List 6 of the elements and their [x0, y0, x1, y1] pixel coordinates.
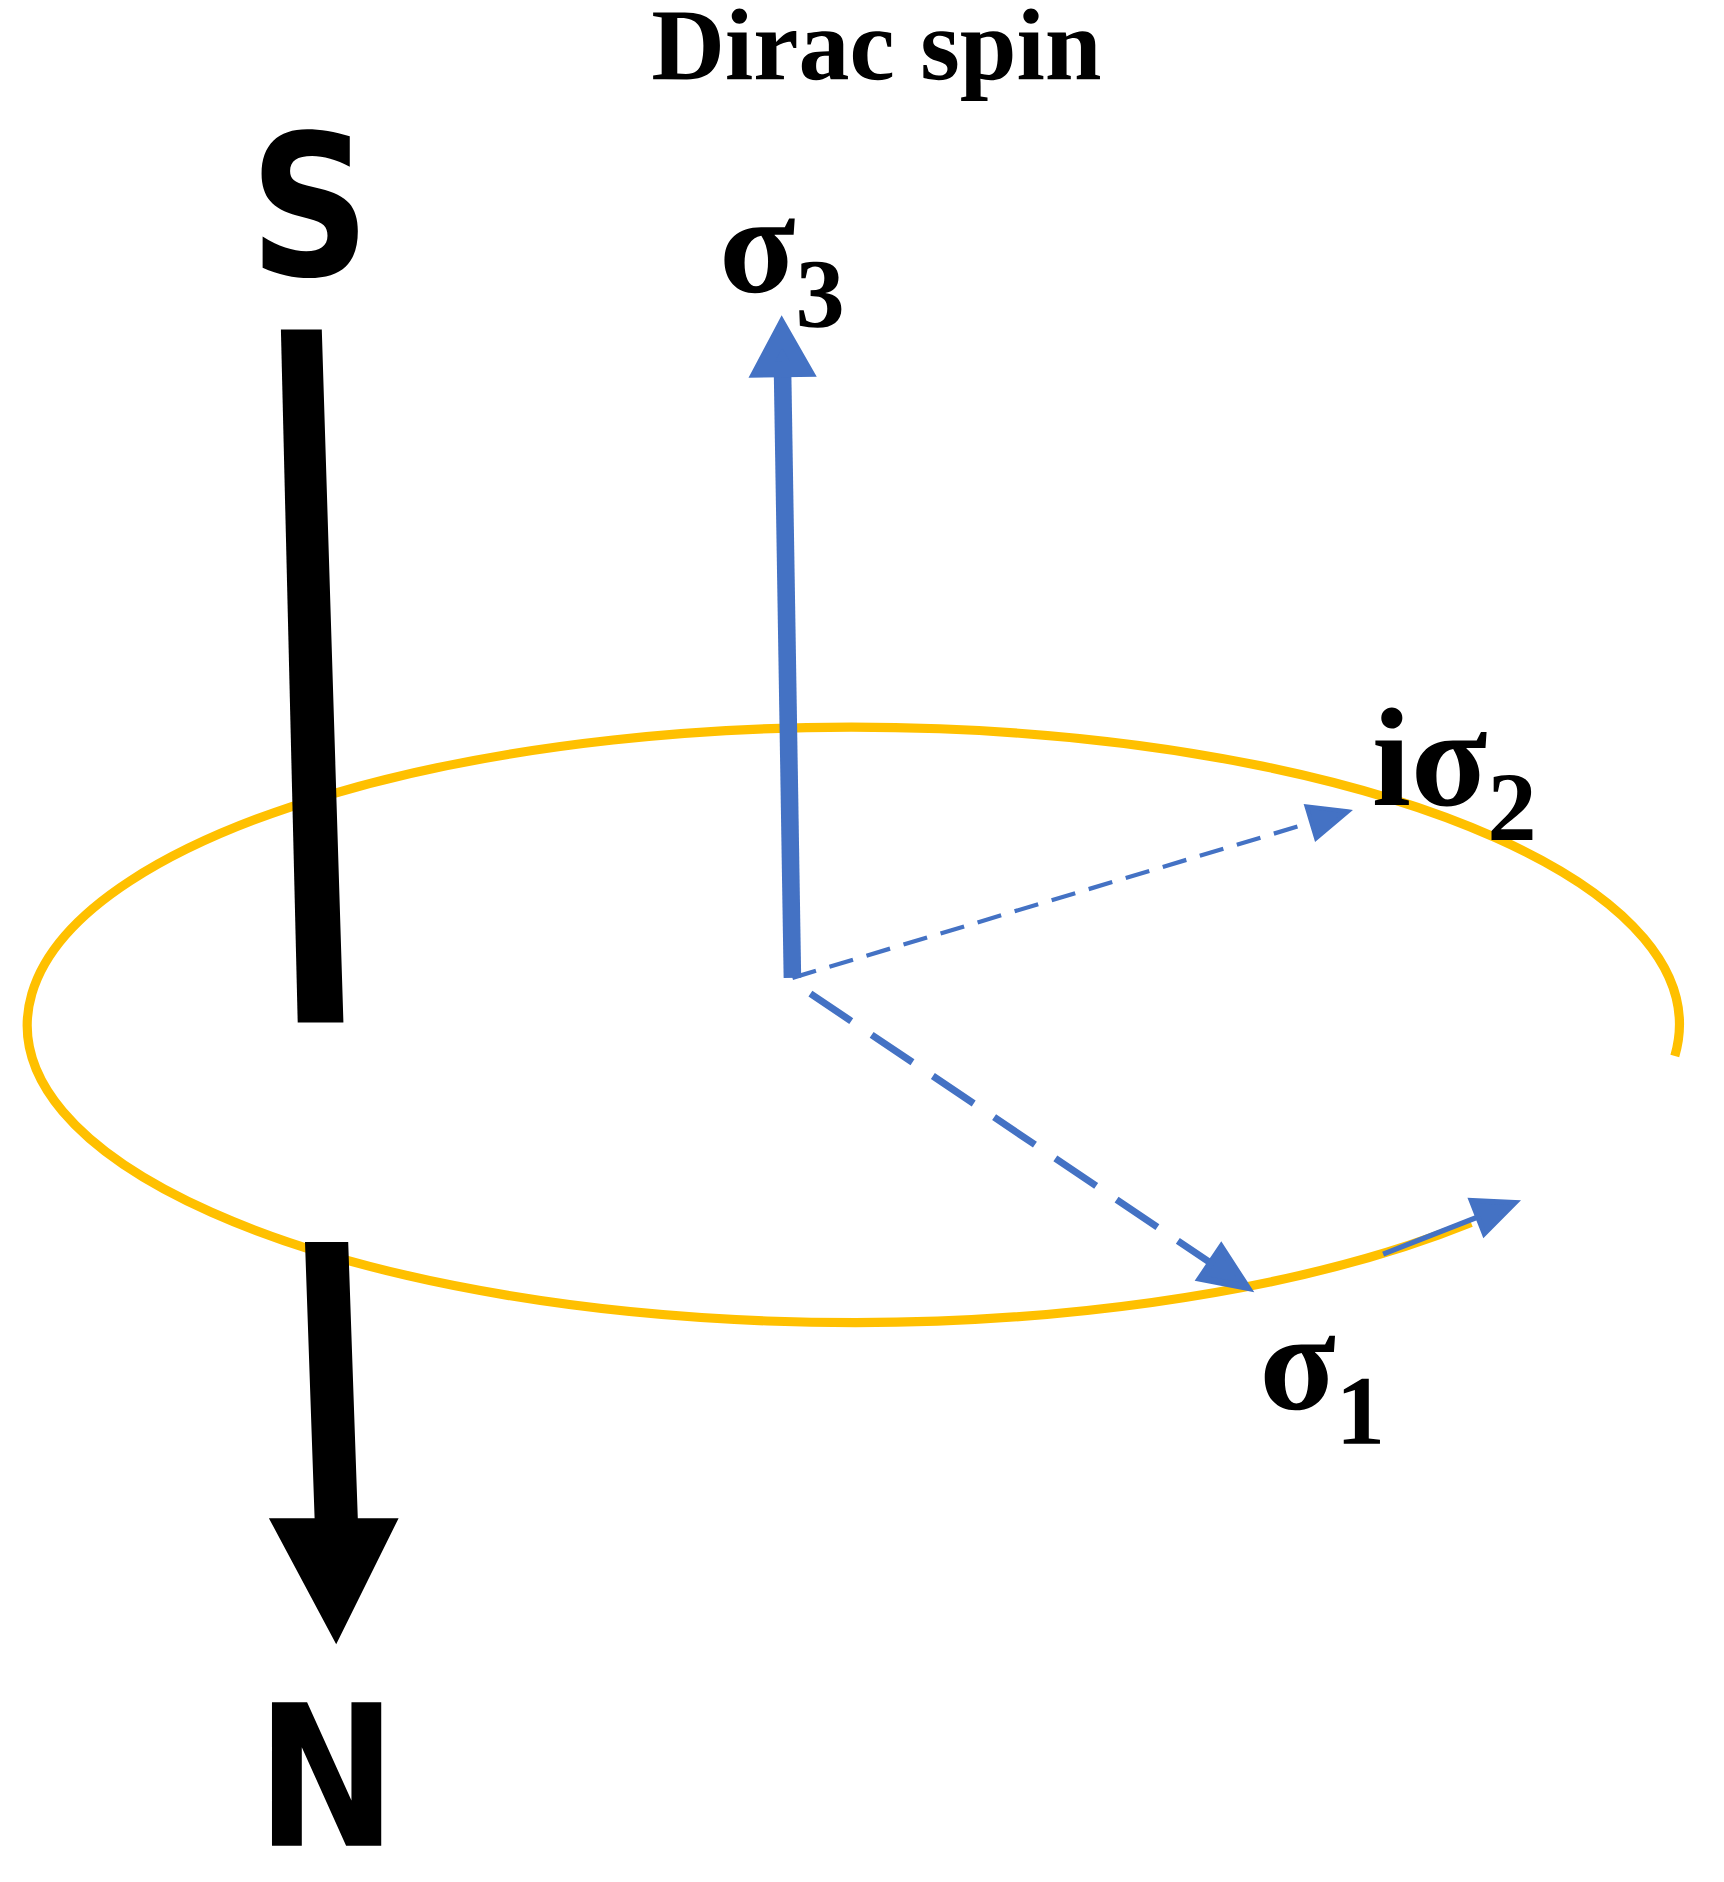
vector-label: iσ$_{2}$ [1374, 707, 1533, 841]
title: Dirac spin [653, 8, 1100, 101]
vector-label: σ$_{3}$ [724, 218, 842, 328]
pole-label: N [271, 1702, 382, 1846]
pole-label: S [261, 129, 358, 279]
vector-label: σ$_{1}$ [1264, 1335, 1380, 1444]
